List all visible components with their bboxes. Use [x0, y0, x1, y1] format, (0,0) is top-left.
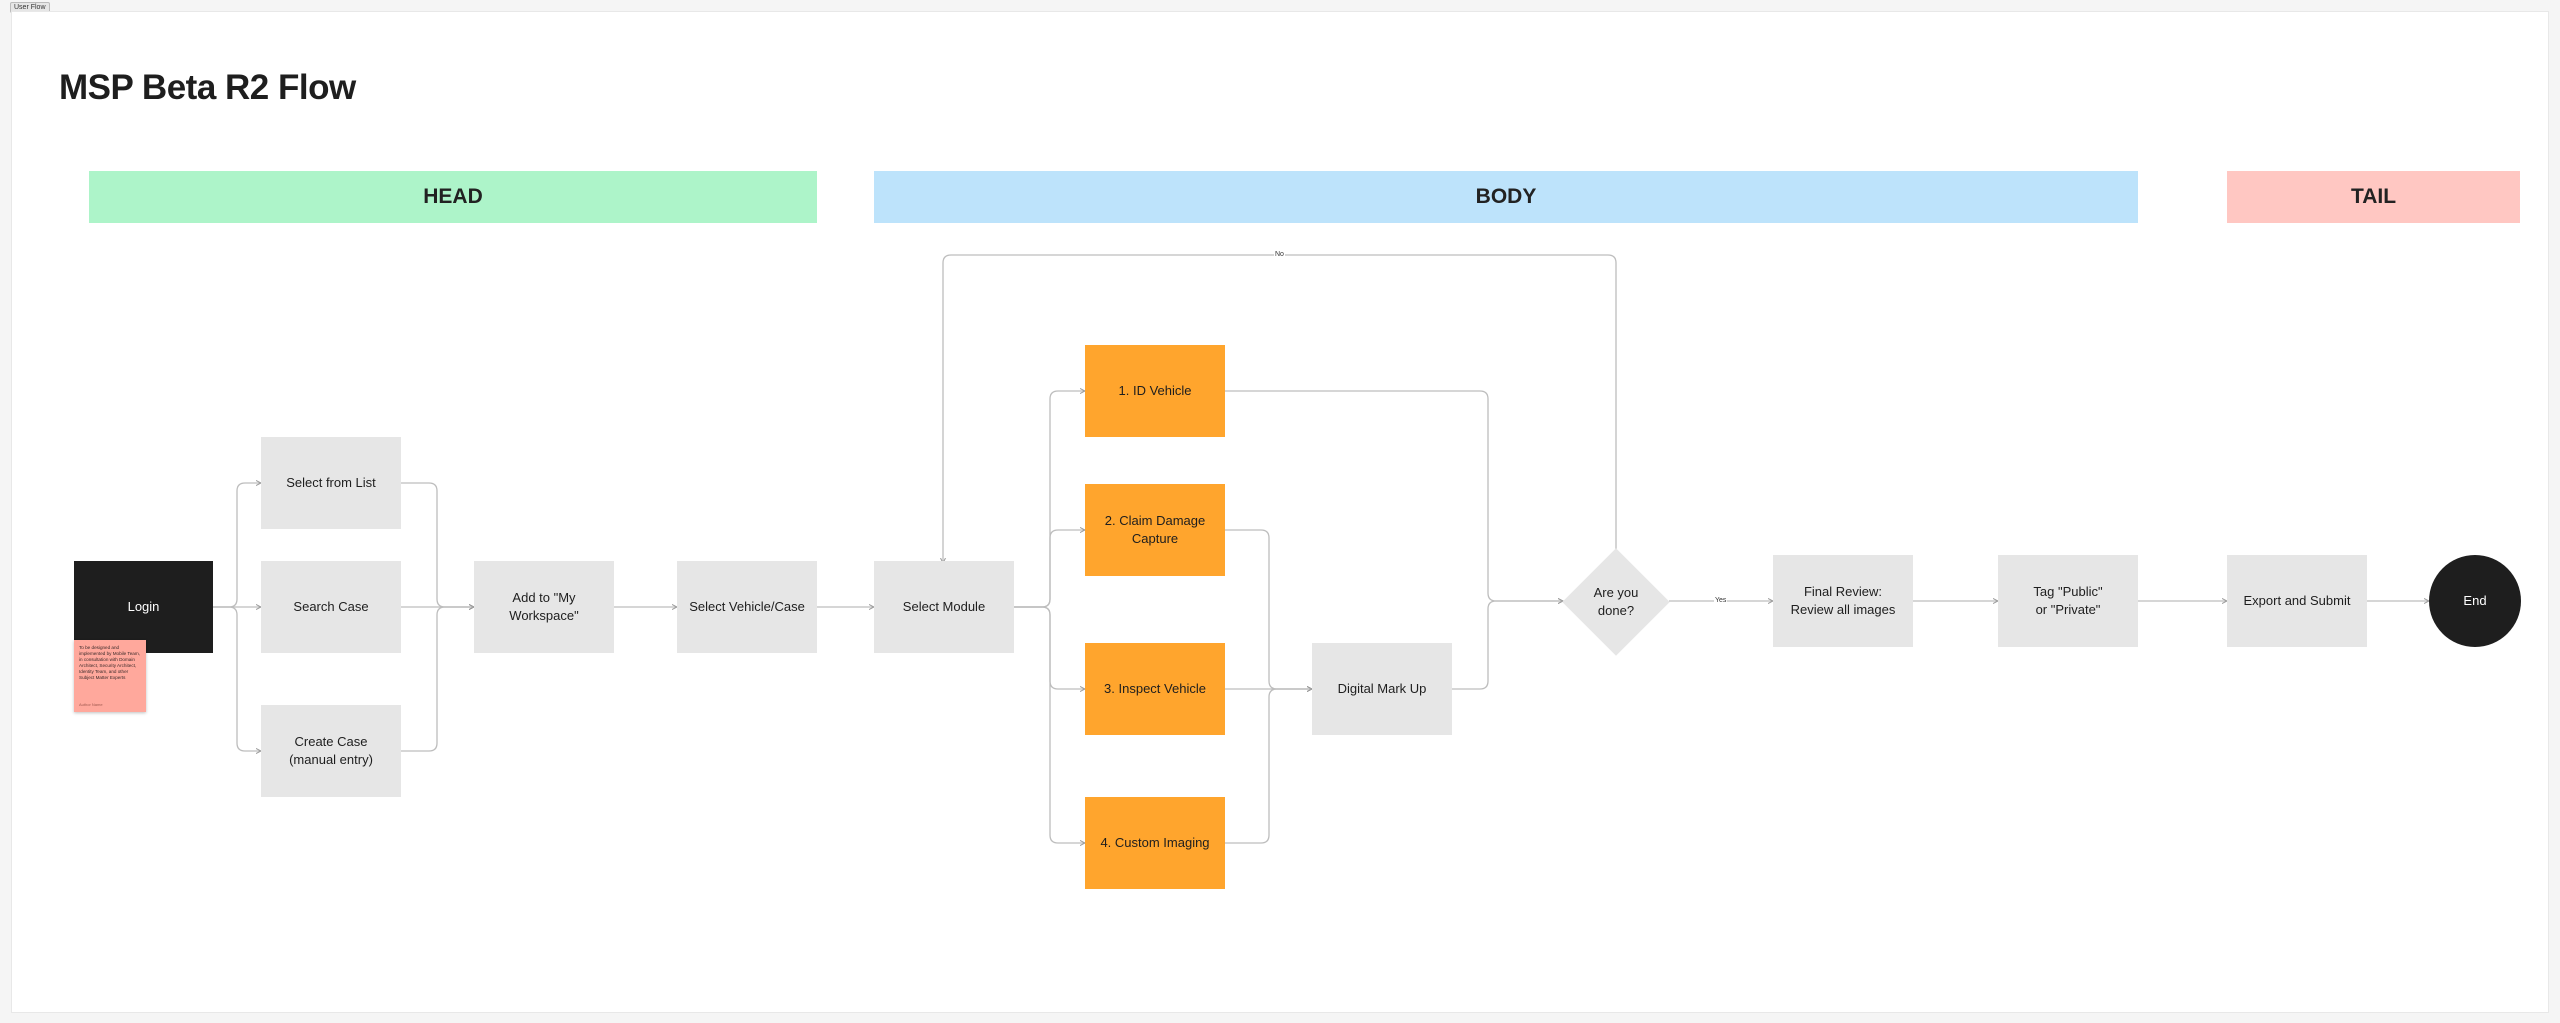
edge-module-to-custom: [1014, 606, 1085, 843]
edge-label-yes: Yes: [1714, 597, 1728, 604]
section-body-banner: BODY: [874, 171, 2138, 223]
node-final-review[interactable]: Final Review: Review all images: [1773, 555, 1913, 647]
node-decision-are-you-done[interactable]: Are you done?: [1562, 548, 1670, 656]
edge-create-to-workspace: [401, 607, 474, 752]
sticky-note-text: To be designed and implemented by Mobile…: [79, 645, 140, 680]
edge-select-list-to-workspace: [401, 482, 474, 607]
node-end[interactable]: End: [2429, 555, 2521, 647]
edge-module-to-claim-damage: [1014, 530, 1085, 608]
node-select-module[interactable]: Select Module: [874, 561, 1014, 653]
node-claim-damage-capture[interactable]: 2. Claim Damage Capture: [1085, 484, 1225, 576]
node-login[interactable]: Login: [74, 561, 213, 653]
node-id-vehicle[interactable]: 1. ID Vehicle: [1085, 345, 1225, 437]
sticky-note-author: Author Name: [79, 702, 103, 707]
node-create-case[interactable]: Create Case (manual entry): [261, 705, 401, 797]
page-title: MSP Beta R2 Flow: [59, 68, 356, 107]
decision-label: Are you done?: [1593, 585, 1639, 618]
node-search-case[interactable]: Search Case: [261, 561, 401, 653]
edge-id-vehicle-to-decision: [1225, 390, 1563, 601]
node-add-to-workspace[interactable]: Add to "My Workspace": [474, 561, 614, 653]
section-head-banner: HEAD: [89, 171, 817, 223]
node-select-vehicle-case[interactable]: Select Vehicle/Case: [677, 561, 817, 653]
edge-custom-to-markup: [1225, 689, 1312, 844]
sticky-note[interactable]: To be designed and implemented by Mobile…: [74, 640, 146, 712]
section-tail-banner: TAIL: [2227, 171, 2520, 223]
edge-login-to-create: [213, 606, 261, 751]
edge-markup-to-decision: [1452, 601, 1563, 690]
node-export-and-submit[interactable]: Export and Submit: [2227, 555, 2367, 647]
node-tag-public-private[interactable]: Tag "Public" or "Private": [1998, 555, 2138, 647]
node-custom-imaging[interactable]: 4. Custom Imaging: [1085, 797, 1225, 889]
node-inspect-vehicle[interactable]: 3. Inspect Vehicle: [1085, 643, 1225, 735]
edge-claim-to-markup: [1225, 529, 1312, 689]
edge-decision-no-loop: [943, 254, 1617, 563]
edge-login-to-select-list: [213, 483, 261, 608]
edge-label-no: No: [1274, 251, 1285, 258]
node-digital-markup[interactable]: Digital Mark Up: [1312, 643, 1452, 735]
node-select-from-list[interactable]: Select from List: [261, 437, 401, 529]
